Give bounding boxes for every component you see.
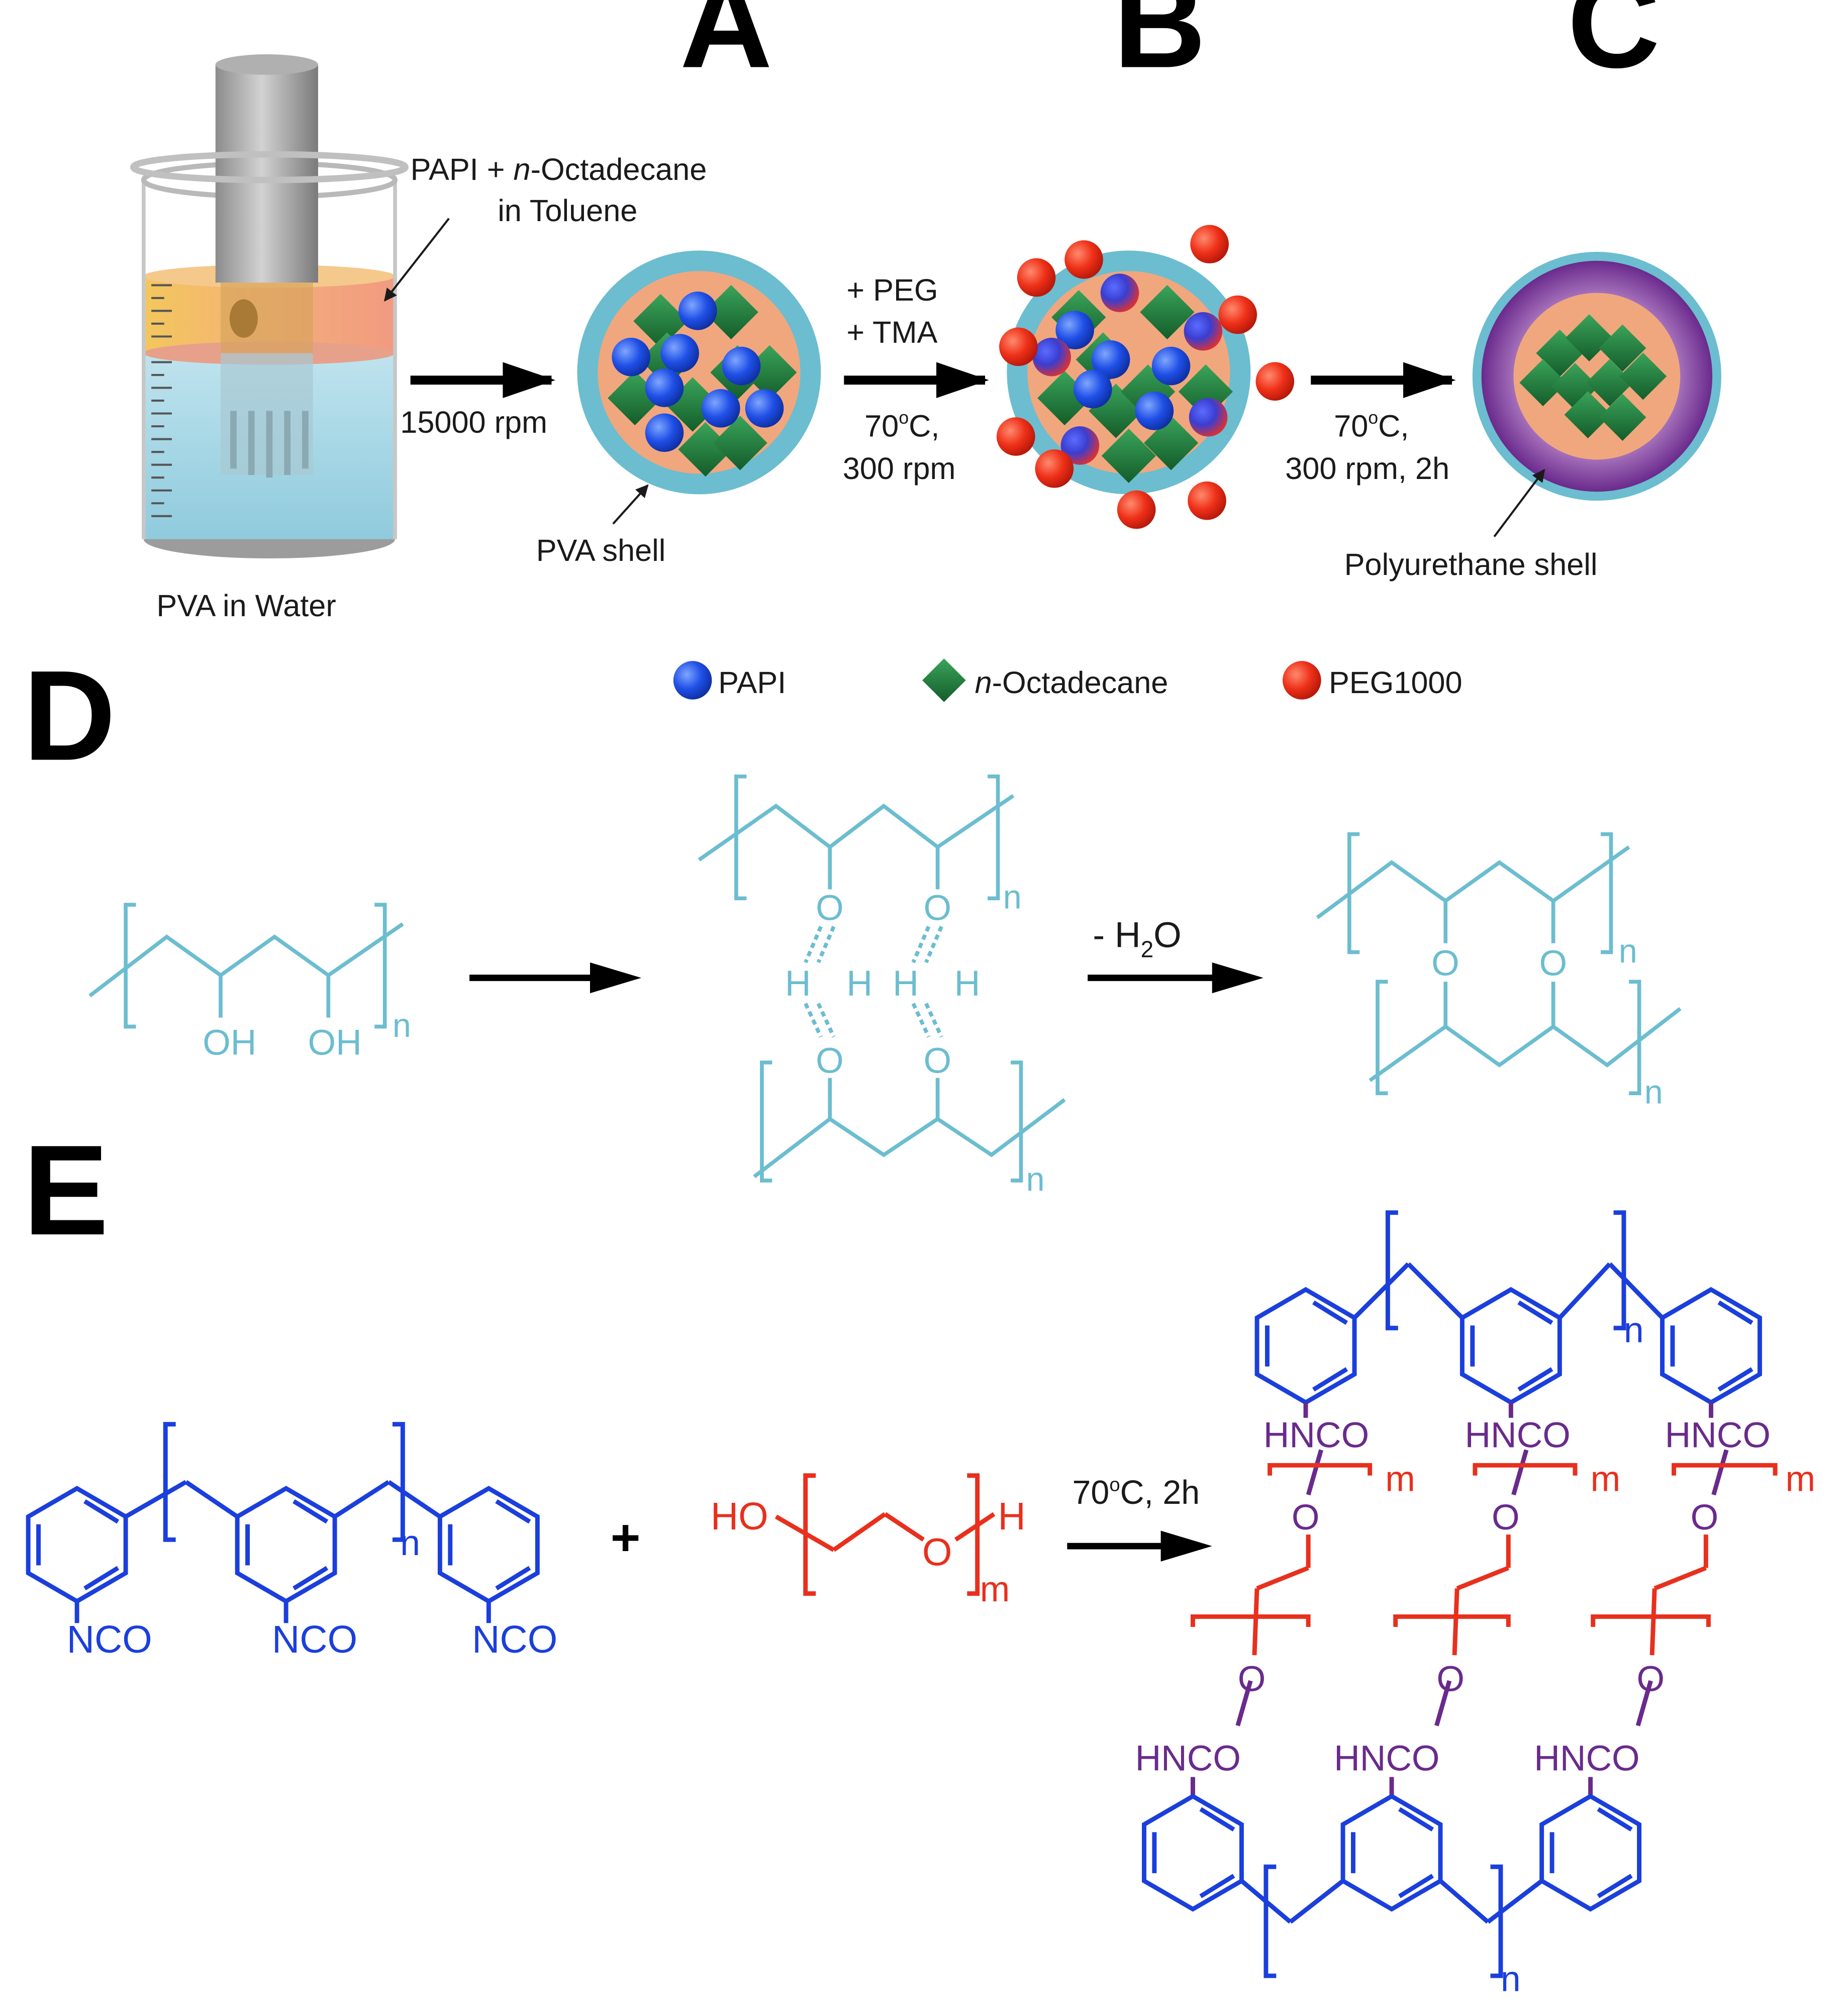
e-peg-o: O — [922, 1531, 952, 1574]
e-o-top-2: O — [1492, 1497, 1520, 1538]
panel-label-b: B — [1113, 0, 1206, 95]
e-o-bot-2: O — [1436, 1659, 1465, 1699]
beaker-graduations — [151, 284, 172, 517]
e-peg-ho: HO — [711, 1495, 768, 1538]
e-product-bottom-papi — [1141, 1793, 1642, 1978]
legend-papi-label: PAPI — [718, 665, 786, 700]
legend-octadecane-swatch — [922, 658, 966, 702]
legend: PAPI n-Octadecane PEG1000 — [673, 658, 1463, 702]
d-right-o-1: O — [1431, 943, 1460, 983]
e-arrow-head — [1160, 1530, 1212, 1562]
e-product-n-bottom: n — [1501, 1959, 1521, 1999]
particle-c — [1472, 252, 1721, 501]
d-mid-h-1: H — [785, 964, 811, 1004]
e-o-top-1: O — [1292, 1497, 1320, 1538]
e-hnco-top-1: HNCO — [1263, 1415, 1369, 1456]
step3-arrowhead — [1403, 362, 1456, 398]
e-m-top-1: m — [1385, 1459, 1415, 1499]
panel-label-a: A — [680, 0, 772, 95]
d-n-1: n — [393, 1007, 411, 1044]
step3-label-line2: 300 rpm, 2h — [1285, 451, 1449, 486]
e-nco-1: NCO — [67, 1618, 152, 1661]
homogenizer-rod — [215, 54, 318, 478]
d-mid-h-3: H — [893, 964, 919, 1004]
e-o-top-3: O — [1691, 1497, 1719, 1538]
e-plus: + — [611, 1509, 641, 1566]
oil-phase-label-line1: PAPI + n-Octadecane — [411, 152, 707, 186]
pu-shell-label: Polyurethane shell — [1344, 547, 1598, 582]
e-product-n-top: n — [1624, 1310, 1644, 1350]
e-hnco-bot-1: HNCO — [1135, 1739, 1241, 1779]
e-papi-structure — [26, 1422, 540, 1623]
e-o-bot-1: O — [1238, 1659, 1266, 1699]
d-n-5: n — [1644, 1074, 1663, 1111]
particle-a — [577, 250, 821, 495]
papi-peg-droplets-b — [1032, 273, 1228, 465]
legend-octadecane-label: n-Octadecane — [975, 665, 1169, 700]
step2-label-line1: + PEG — [846, 273, 938, 307]
d-oh-2: OH — [308, 1023, 362, 1063]
octadecane-crystals-c — [1519, 314, 1667, 441]
oil-phase-label-line2: in Toluene — [498, 194, 637, 228]
d-mid-o-4: O — [924, 1040, 952, 1081]
d-right-o-2: O — [1539, 943, 1568, 983]
e-arrow-label: 70oC, 2h — [1073, 1474, 1200, 1511]
d-mid-o-1: O — [816, 888, 844, 928]
e-nco-3: NCO — [472, 1618, 557, 1661]
d-n-4: n — [1619, 933, 1637, 970]
e-hnco-top-3: HNCO — [1665, 1415, 1771, 1456]
panel-d — [88, 775, 1682, 1183]
d-mid-h-2: H — [846, 964, 872, 1004]
legend-peg-swatch — [1283, 661, 1321, 700]
d-mid-h-4: H — [954, 964, 981, 1004]
d-n-2: n — [1003, 879, 1022, 916]
step2-label-line3: 70oC, — [864, 408, 939, 443]
e-m-top-2: m — [1591, 1459, 1621, 1499]
d-arrow-2-head — [1212, 962, 1263, 994]
beaker — [130, 54, 409, 558]
e-o-bot-3: O — [1636, 1659, 1665, 1699]
papi-droplets-a — [612, 292, 784, 452]
pu-shell-pointer — [1493, 468, 1545, 537]
step1-label: 15000 rpm — [400, 405, 547, 439]
e-hnco-bot-2: HNCO — [1334, 1739, 1439, 1779]
legend-peg-label: PEG1000 — [1329, 665, 1463, 700]
peg-droplets-b — [996, 225, 1295, 529]
beaker-caption: PVA in Water — [156, 589, 336, 623]
e-peg-h: H — [998, 1495, 1026, 1538]
e-product-links — [1190, 1402, 1778, 1796]
step2-label-line4: 300 rpm — [843, 451, 956, 486]
panel-label-e: E — [23, 1119, 109, 1262]
d-n-3: n — [1026, 1161, 1045, 1198]
e-nco-2: NCO — [272, 1618, 357, 1661]
e-hnco-bot-3: HNCO — [1534, 1739, 1639, 1779]
particle-b — [996, 225, 1295, 529]
pva-shell-pointer — [612, 484, 649, 525]
oil-phase-pointer — [384, 218, 450, 302]
e-peg-structure — [774, 1473, 996, 1596]
e-n-1: n — [400, 1523, 420, 1563]
papi-droplets-b — [1055, 311, 1191, 430]
step2-arrowhead — [936, 362, 989, 398]
d-oh-1: OH — [203, 1023, 256, 1063]
e-peg-m: m — [980, 1569, 1010, 1609]
d-arrow-1-head — [590, 962, 642, 994]
pva-shell-label: PVA shell — [536, 533, 666, 567]
step2-label-line2: + TMA — [846, 315, 937, 349]
step1-arrowhead — [503, 362, 556, 398]
d-arrow-2-label: - H2O — [1093, 915, 1181, 962]
e-m-top-3: m — [1786, 1459, 1816, 1499]
e-product-top-papi — [1254, 1210, 1762, 1405]
beaker-rim — [130, 151, 409, 183]
d-mid-o-3: O — [816, 1040, 844, 1081]
legend-papi-swatch — [673, 661, 712, 700]
d-mid-o-2: O — [924, 888, 952, 928]
panel-label-c: C — [1568, 0, 1660, 95]
step3-label-line1: 70oC, — [1334, 408, 1409, 443]
e-hnco-top-2: HNCO — [1465, 1415, 1570, 1456]
panel-label-d: D — [23, 644, 116, 788]
